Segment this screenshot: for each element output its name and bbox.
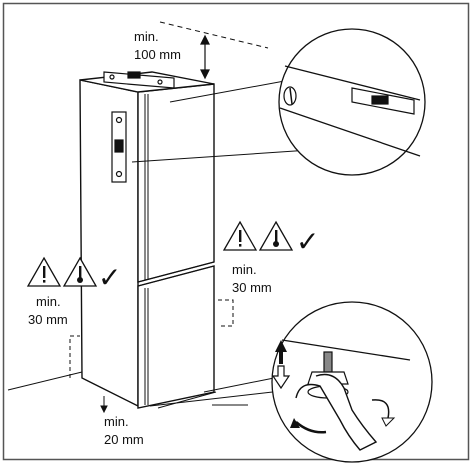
down-arrow-icon [271,365,291,390]
left-clearance-dashed [69,335,80,378]
warning-triangle-icon-left [26,256,62,287]
foot-adjust-magnifier [271,301,433,463]
bottom-value-label: 20 mm [104,432,144,447]
bottom-min-label: min. [104,414,129,429]
top-clearance-arrow [200,34,210,80]
spirit-level-icon [103,71,175,89]
top-clearance-dashed-line [159,21,269,49]
up-arrow-icon [275,340,287,364]
wrench-icon [295,373,378,451]
thermometer-warning-icon [258,220,294,251]
fridge-body [79,71,215,409]
magnified-level-icon [351,87,415,115]
rotate-arrow-head [290,418,300,428]
right-value-label: 30 mm [232,280,272,295]
rotate-arrow-icon [295,421,327,434]
left-value-label: 30 mm [28,312,68,327]
door-edge-lines [137,94,215,405]
right-clearance-dashed [218,299,234,327]
side-spirit-level [111,111,127,183]
bottom-clearance-arrow [100,396,108,414]
warning-triangle-icon [222,220,258,251]
rotate-arrow-head-right [381,417,396,427]
top-callout-lines [131,79,311,163]
left-min-label: min. [36,294,61,309]
level-magnifier [278,28,426,176]
rotate-arrow-icon-right [371,399,390,419]
floor-line-front [157,391,217,409]
floor-line-left [7,371,83,391]
top-value-label: 100 mm [134,47,181,62]
check-mark-icon: ✓ [296,226,319,257]
thermometer-warning-icon-left [62,256,98,287]
bottom-callout-lines [149,377,291,407]
right-min-label: min. [232,262,257,277]
top-min-label: min. [134,29,159,44]
check-mark-icon-left: ✓ [98,262,121,293]
